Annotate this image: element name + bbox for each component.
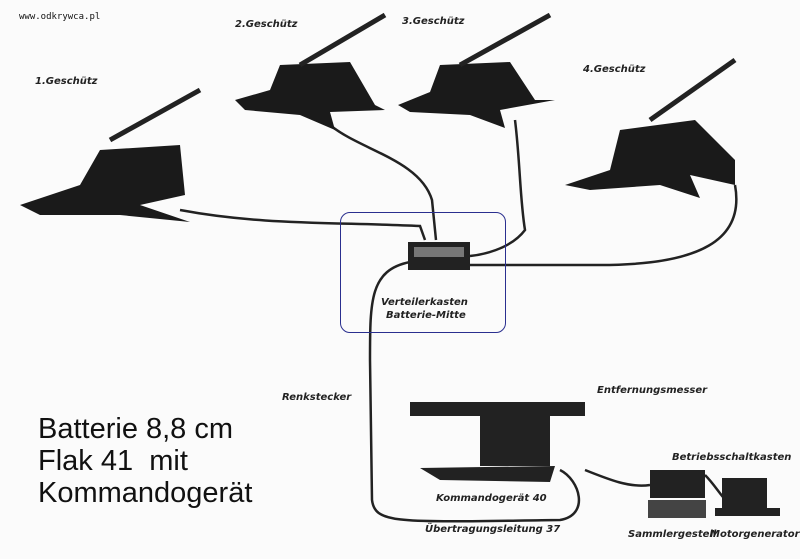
switchbox-label: Betriebsschaltkasten <box>672 452 792 463</box>
gun-4 <box>565 57 737 198</box>
plug-label: Renkstecker <box>282 392 352 403</box>
title-line-1: Batterie 8,8 cm <box>38 413 234 445</box>
director-label: Kommandogerät 40 <box>436 493 547 504</box>
diagram-title: Batterie 8,8 cm Flak 41 mit Kommandogerä… <box>38 413 252 509</box>
gun-2 <box>235 12 387 130</box>
battery-rack-label: Sammlergestell <box>628 529 717 540</box>
gun-3 <box>398 12 555 128</box>
highlight-box <box>340 212 506 333</box>
watermark: www.odkrywca.pl <box>19 12 101 22</box>
cables <box>179 119 738 523</box>
distribution-box-drawing <box>408 242 470 270</box>
rangefinder-label: Entfernungsmesser <box>597 385 708 396</box>
title-line-3: Kommandogerät <box>38 477 253 509</box>
distribution-box-label-1: Verteilerkasten <box>381 297 468 308</box>
cable-label: Übertragungsleitung 37 <box>425 524 561 535</box>
distribution-box-label-2: Batterie-Mitte <box>386 310 466 321</box>
director-drawing <box>410 402 585 482</box>
gun-3-label: 3.Geschütz <box>402 16 465 27</box>
generator-label: Motorgenerator <box>710 529 800 540</box>
guns <box>20 12 737 222</box>
gun-1-label: 1.Geschütz <box>35 76 98 87</box>
power-equipment <box>648 470 780 518</box>
gun-4-label: 4.Geschütz <box>583 64 646 75</box>
gun-1 <box>20 87 202 222</box>
title-line-2: Flak 41 mit <box>38 445 188 477</box>
gun-2-label: 2.Geschütz <box>235 19 298 30</box>
